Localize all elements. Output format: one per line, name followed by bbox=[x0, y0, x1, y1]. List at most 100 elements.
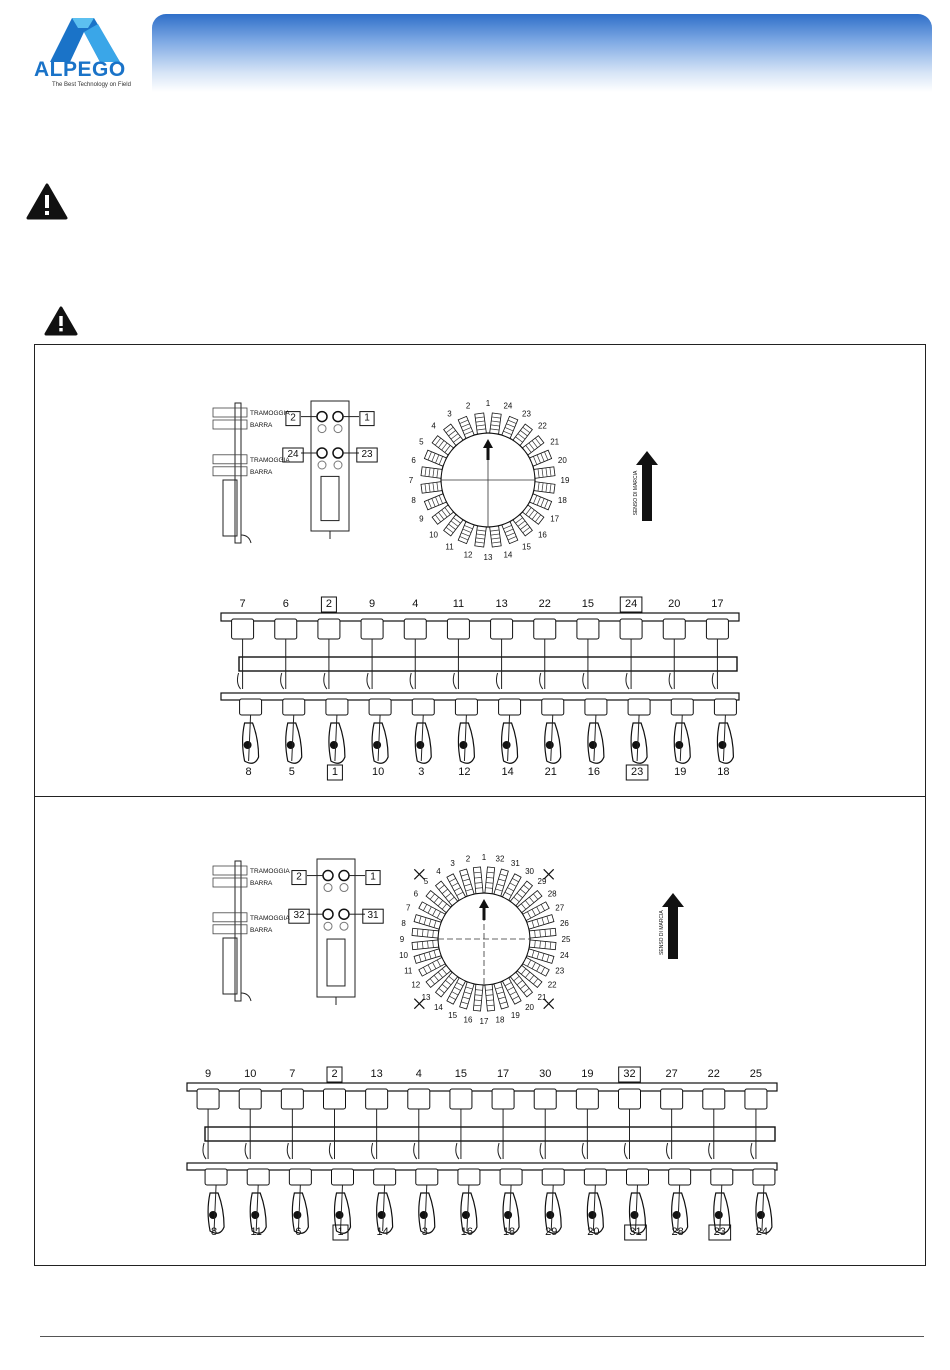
rear-row-number: 21 bbox=[545, 766, 557, 778]
rear-unit-stem bbox=[213, 1184, 217, 1232]
outlet-rib bbox=[461, 532, 470, 537]
ring-outlet bbox=[411, 927, 440, 939]
direction-label: SENSO DI MARCIA bbox=[659, 910, 665, 955]
rear-unit-stem bbox=[679, 714, 683, 762]
ring-number: 20 bbox=[525, 1003, 534, 1012]
ring-number: 3 bbox=[447, 409, 452, 418]
outlet-rib bbox=[531, 440, 538, 448]
outlet-rib bbox=[537, 468, 540, 478]
front-disc bbox=[750, 1142, 755, 1160]
rear-row-number: 18 bbox=[503, 1226, 515, 1238]
outlet-rib bbox=[475, 537, 485, 540]
rear-unit-stem bbox=[636, 714, 640, 762]
outlet-rib bbox=[429, 893, 435, 900]
ring-number: 27 bbox=[555, 904, 564, 913]
outlet-rib bbox=[474, 882, 483, 884]
rear-disc bbox=[713, 1192, 731, 1234]
outlet-rib bbox=[462, 528, 472, 533]
box-label-bottom-left: 24 bbox=[287, 449, 299, 460]
ring-outlet bbox=[472, 983, 484, 1012]
rear-unit bbox=[498, 698, 522, 716]
cross-mark bbox=[413, 868, 425, 880]
front-unit bbox=[533, 1088, 557, 1110]
outlet-rib bbox=[431, 453, 436, 462]
ring-outlet bbox=[512, 513, 533, 537]
rear-wheel bbox=[632, 741, 641, 749]
rear-disc bbox=[673, 722, 691, 764]
ring-number: 5 bbox=[424, 877, 429, 886]
rear-unit bbox=[670, 698, 694, 716]
outlet-circle bbox=[333, 460, 343, 470]
outlet-rib bbox=[515, 436, 523, 443]
rear-disc bbox=[291, 1192, 309, 1234]
outlet-circle bbox=[322, 908, 334, 920]
front-unit bbox=[618, 1088, 641, 1110]
outlet-rib bbox=[503, 525, 512, 530]
ring-number: 18 bbox=[558, 496, 567, 505]
rear-wheel bbox=[630, 1211, 639, 1219]
front-row-number: 4 bbox=[412, 598, 418, 610]
rear-row-number: 16 bbox=[588, 766, 600, 778]
rear-wheel bbox=[293, 1211, 302, 1219]
outlet-rib bbox=[475, 887, 483, 889]
outlet-rib bbox=[475, 420, 485, 423]
outlet-rib bbox=[449, 878, 456, 883]
ring-number: 13 bbox=[422, 993, 431, 1002]
ring-number: 14 bbox=[503, 550, 512, 559]
outlet-rib bbox=[464, 430, 473, 435]
outlet-rib bbox=[512, 995, 519, 1000]
front-unit bbox=[662, 618, 686, 640]
outlet-rib bbox=[433, 950, 437, 958]
rear-row-number: 3 bbox=[422, 1226, 428, 1238]
rear-row-number: 23 bbox=[714, 1226, 726, 1238]
side-label: TRAMOGGIA bbox=[250, 410, 290, 417]
rear-unit-stem bbox=[291, 714, 295, 762]
front-unit bbox=[619, 618, 643, 640]
outlet-rib bbox=[444, 445, 451, 453]
ring-outlet bbox=[420, 481, 443, 494]
outlet-rib bbox=[438, 456, 443, 465]
rear-unit-stem bbox=[722, 714, 726, 762]
rear-row-number: 19 bbox=[674, 766, 686, 778]
outlet-rib bbox=[536, 454, 541, 464]
outlet-rib bbox=[536, 964, 541, 972]
ring-outlet bbox=[425, 964, 452, 989]
alpego-logo: ALPEGO The Best Technology on Field bbox=[28, 12, 148, 94]
outlet-rib bbox=[516, 980, 523, 986]
front-unit bbox=[323, 1088, 346, 1110]
outlet-rib bbox=[522, 526, 531, 533]
outlet-rib bbox=[416, 928, 419, 937]
outlet-rib bbox=[536, 496, 541, 506]
outlet-rib bbox=[498, 878, 506, 882]
ring-number: 14 bbox=[434, 1003, 443, 1012]
outlet-rib bbox=[448, 896, 455, 902]
ring-outlet bbox=[516, 889, 543, 914]
outlet-rib bbox=[545, 483, 548, 493]
outlet-rib bbox=[441, 903, 447, 910]
rear-row-number: 8 bbox=[211, 1226, 217, 1238]
rear-row-number: 24 bbox=[756, 1226, 768, 1238]
outlet-rib bbox=[490, 533, 500, 536]
rear-unit bbox=[246, 1168, 270, 1186]
rear-disc bbox=[586, 1192, 604, 1234]
outlet-rib bbox=[485, 887, 493, 889]
outlet-rib bbox=[549, 467, 552, 477]
outlet-rib bbox=[546, 954, 550, 962]
outlet-rib bbox=[520, 523, 528, 530]
front-disc bbox=[625, 672, 630, 690]
ring-number: 9 bbox=[419, 515, 424, 524]
ring-number: 23 bbox=[555, 966, 564, 975]
ring-outlet bbox=[434, 971, 459, 998]
footer-divider bbox=[40, 1336, 924, 1337]
front-row-number: 2 bbox=[331, 1068, 337, 1080]
rear-wheel bbox=[329, 741, 338, 749]
rear-wheel bbox=[286, 741, 295, 749]
front-row-number: 19 bbox=[581, 1068, 593, 1080]
rear-row-number: 11 bbox=[251, 1226, 262, 1238]
label-box bbox=[625, 764, 649, 781]
ring-outlet bbox=[457, 521, 475, 545]
outlet-rib bbox=[461, 423, 470, 428]
